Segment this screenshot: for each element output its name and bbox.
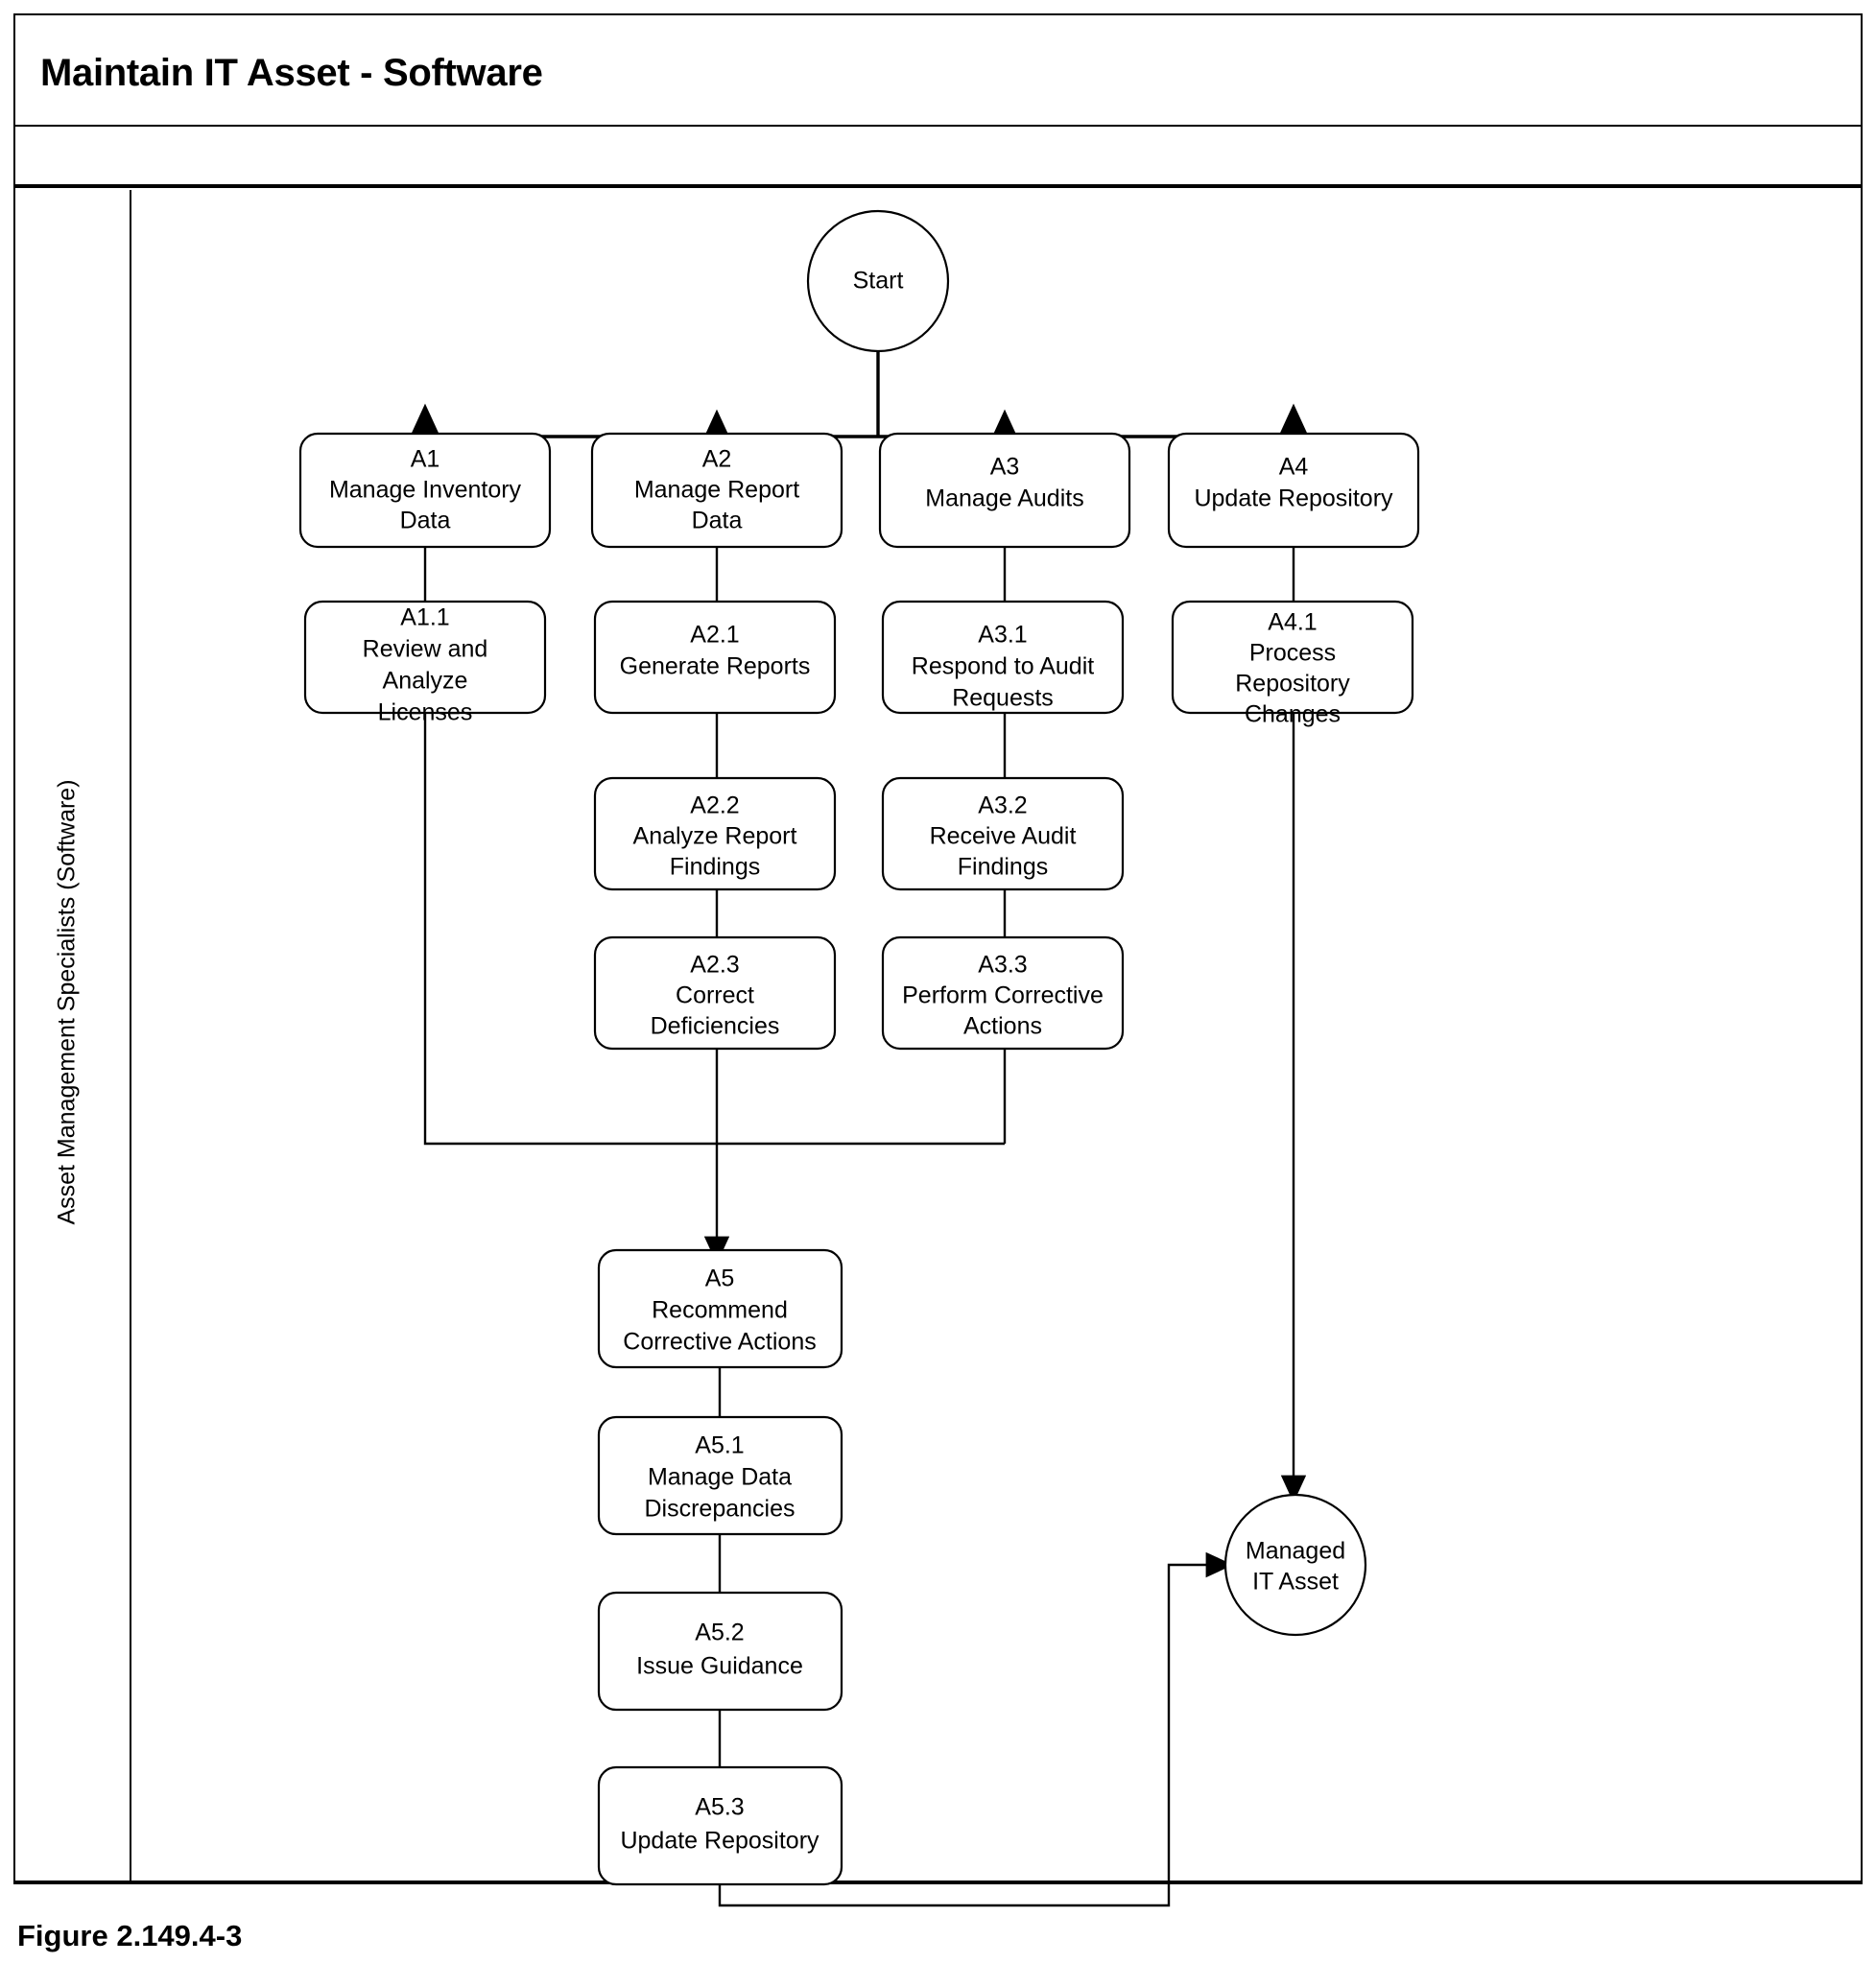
node-a5-3-line-1: Update Repository xyxy=(620,1828,819,1855)
node-a4[interactable]: A4 Update Repository xyxy=(1167,432,1420,549)
node-a1-1-line-1: Review and xyxy=(363,636,488,663)
node-a2-line-2: Data xyxy=(692,508,743,534)
node-a2-1[interactable]: A2.1 Generate Reports xyxy=(593,600,837,715)
node-managed-it-asset[interactable]: Managed IT Asset xyxy=(1223,1493,1367,1637)
node-a2[interactable]: A2 Manage Report Data xyxy=(590,432,843,549)
node-a2-line-0: A2 xyxy=(702,446,732,473)
node-a5-line-1: Recommend xyxy=(652,1297,788,1324)
swimlane-frame xyxy=(13,188,1863,1884)
node-a1-line-2: Data xyxy=(400,508,451,534)
node-a3-line-1: Manage Audits xyxy=(925,485,1083,512)
node-a2-3[interactable]: A2.3 Correct Deficiencies xyxy=(593,935,837,1051)
node-a3-3-line-2: Actions xyxy=(963,1013,1042,1040)
edge-merge-bus-left xyxy=(423,713,1005,1146)
node-a2-line-1: Manage Report xyxy=(634,477,799,504)
node-a5-3-line-0: A5.3 xyxy=(695,1794,744,1821)
node-a2-3-line-0: A2.3 xyxy=(690,952,739,979)
node-a2-2-line-1: Analyze Report xyxy=(633,823,797,850)
node-a3-3-line-0: A3.3 xyxy=(978,952,1027,979)
node-a2-3-line-1: Correct xyxy=(676,982,754,1009)
node-a3-2-line-0: A3.2 xyxy=(978,792,1027,819)
node-a4-line-1: Update Repository xyxy=(1194,485,1393,512)
node-start[interactable]: Start xyxy=(806,209,950,353)
node-a3-3[interactable]: A3.3 Perform Corrective Actions xyxy=(881,935,1125,1051)
edge-group-fan-drops xyxy=(407,403,1312,443)
node-a5-2-line-1: Issue Guidance xyxy=(636,1653,803,1680)
node-a5-line-2: Corrective Actions xyxy=(623,1329,816,1356)
node-a5-3[interactable]: A5.3 Update Repository xyxy=(597,1765,843,1886)
node-a1-line-0: A1 xyxy=(411,446,440,473)
node-a4-line-0: A4 xyxy=(1279,454,1309,481)
node-a4-1-line-0: A4.1 xyxy=(1268,609,1317,636)
node-start-line-0: Start xyxy=(853,268,904,295)
swimlane-divider xyxy=(130,190,131,1884)
node-a4-1-line-2: Repository xyxy=(1235,671,1350,698)
node-a3-line-0: A3 xyxy=(990,454,1020,481)
node-a3-1-line-1: Respond to Audit xyxy=(912,653,1094,680)
node-a1-1-line-3: Licenses xyxy=(378,699,473,726)
node-a3-3-line-1: Perform Corrective xyxy=(902,982,1104,1009)
figure-caption: Figure 2.149.4-3 xyxy=(17,1919,243,1952)
node-a3-1-line-0: A3.1 xyxy=(978,622,1027,649)
title-bar: Maintain IT Asset - Software xyxy=(13,13,1863,127)
node-a1-1-line-0: A1.1 xyxy=(400,604,449,631)
node-a1[interactable]: A1 Manage Inventory Data xyxy=(298,432,552,549)
node-a3-1[interactable]: A3.1 Respond to Audit Requests xyxy=(881,600,1125,715)
node-a2-1-line-1: Generate Reports xyxy=(620,653,811,680)
node-end-line-0: Managed xyxy=(1246,1538,1345,1565)
node-a5-1-line-2: Discrepancies xyxy=(644,1496,795,1523)
node-a3-2-line-2: Findings xyxy=(958,854,1049,881)
node-a2-3-line-2: Deficiencies xyxy=(651,1013,780,1040)
node-a3-2-line-1: Receive Audit xyxy=(930,823,1077,850)
node-a2-2[interactable]: A2.2 Analyze Report Findings xyxy=(593,776,837,891)
node-a5-1[interactable]: A5.1 Manage Data Discrepancies xyxy=(597,1415,843,1536)
node-a5-2[interactable]: A5.2 Issue Guidance xyxy=(597,1591,843,1712)
node-a1-1[interactable]: A1.1 Review and Analyze Licenses xyxy=(303,600,547,726)
node-a5-1-line-0: A5.1 xyxy=(695,1432,744,1459)
edge-a5_3-end xyxy=(718,1551,1234,1907)
node-a2-2-line-0: A2.2 xyxy=(690,792,739,819)
node-a2-1-line-0: A2.1 xyxy=(690,622,739,649)
node-end-line-1: IT Asset xyxy=(1252,1569,1339,1596)
node-a5-2-line-0: A5.2 xyxy=(695,1620,744,1646)
node-a1-line-1: Manage Inventory xyxy=(329,477,522,504)
node-a4-1-line-1: Process xyxy=(1249,640,1336,667)
node-a5-1-line-1: Manage Data xyxy=(648,1464,792,1491)
node-a4-1-line-3: Changes xyxy=(1245,701,1341,728)
node-a5-line-0: A5 xyxy=(705,1266,735,1292)
header-band-row xyxy=(13,127,1863,188)
node-a5[interactable]: A5 Recommend Corrective Actions xyxy=(597,1248,843,1369)
page-title: Maintain IT Asset - Software xyxy=(40,52,543,94)
node-a4-1[interactable]: A4.1 Process Repository Changes xyxy=(1171,600,1414,728)
node-a3-2[interactable]: A3.2 Receive Audit Findings xyxy=(881,776,1125,891)
node-a1-1-line-2: Analyze xyxy=(383,668,468,695)
node-a3[interactable]: A3 Manage Audits xyxy=(878,432,1131,549)
node-a3-1-line-2: Requests xyxy=(952,685,1054,712)
node-a2-2-line-2: Findings xyxy=(670,854,761,881)
